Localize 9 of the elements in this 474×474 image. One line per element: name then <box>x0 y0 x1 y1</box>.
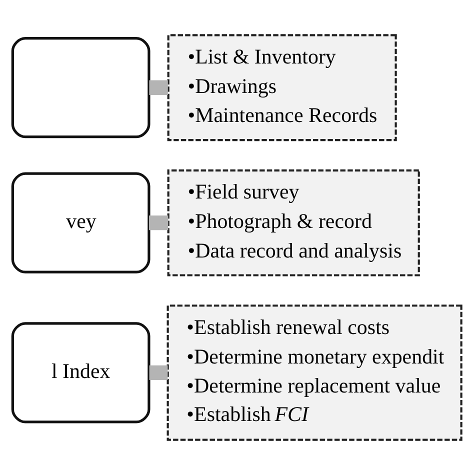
connector <box>149 80 168 94</box>
node-box: •Establish renewal costs •Determine monetary expendit •Determine replacement value •Establish FCI <box>166 304 462 440</box>
node-box: •Field survey •Photograph & record •Data record and analysis <box>167 168 420 276</box>
node-box: vey <box>11 172 150 273</box>
node-box: •List & Inventory •Drawings •Maintenance Records <box>167 34 397 141</box>
connector <box>149 364 168 380</box>
node-box <box>11 36 150 138</box>
connector <box>148 214 168 230</box>
node-box: l Index <box>11 322 150 423</box>
